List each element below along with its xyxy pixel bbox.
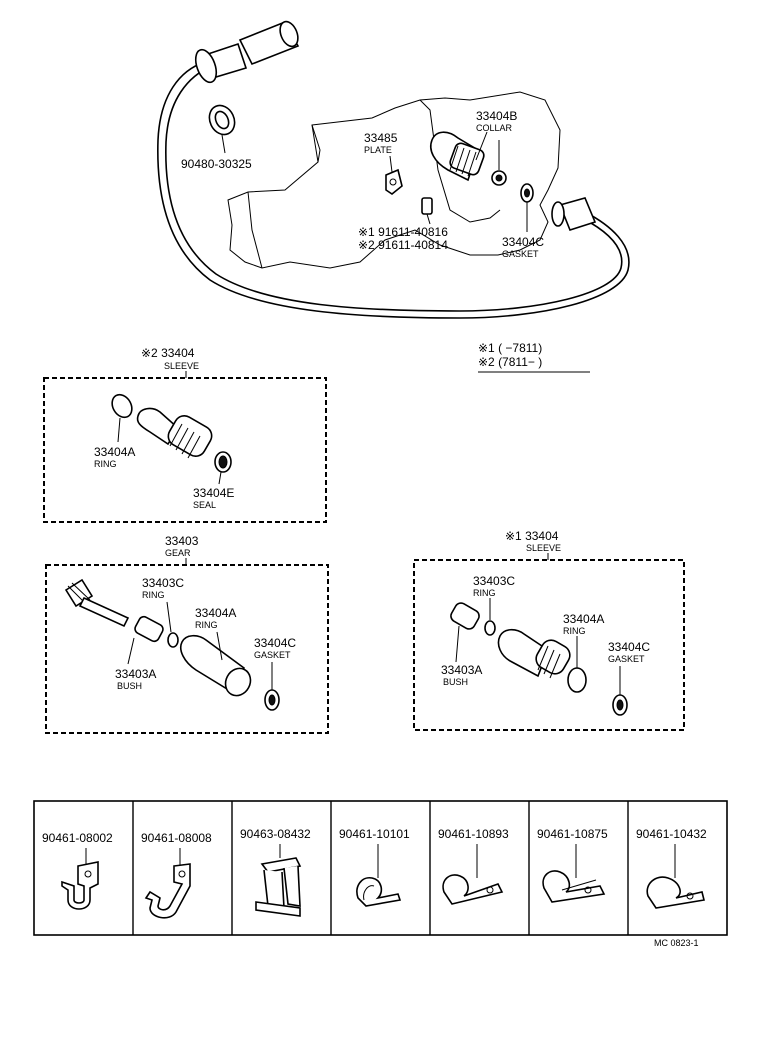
clamp-drawing-3 xyxy=(255,844,302,917)
label-grommet: 90480-30325 xyxy=(181,157,252,171)
label-bolt2: ※2 91611-40814 xyxy=(358,238,448,252)
label-plate: 33485 xyxy=(364,131,398,145)
clamp-label-7: 90461-10432 xyxy=(636,827,707,841)
gear-label-3-sub: GASKET xyxy=(254,650,291,660)
clamp-label-6: 90461-10875 xyxy=(537,827,608,841)
sleeve-top-part xyxy=(430,131,488,182)
sleeve2-label-1-sub: RING xyxy=(94,459,117,469)
legend-line-1: ※1 ( −7811) xyxy=(478,341,542,355)
gear-label-4-sub: BUSH xyxy=(117,681,142,691)
clamp-label-1: 90461-08002 xyxy=(42,831,113,845)
sleeve2-parts xyxy=(111,393,232,485)
clamp-label-3: 90463-08432 xyxy=(240,827,311,841)
transmission-housing xyxy=(227,91,561,269)
label-collar-sub: COLLAR xyxy=(476,123,513,133)
clamp-drawing-1 xyxy=(61,848,99,910)
sleeve1-label-2-sub: RING xyxy=(563,626,586,636)
gear-label-4: 33403A xyxy=(115,667,156,681)
sleeve1-parts xyxy=(450,598,628,716)
sleeve1-label-4-sub: BUSH xyxy=(443,677,468,687)
clamp-drawing-2 xyxy=(144,848,191,919)
box-sleeve1-sub: SLEEVE xyxy=(526,543,561,553)
clamp-table xyxy=(33,800,728,936)
box-gear xyxy=(45,564,329,734)
label-gasket: 33404C xyxy=(502,235,544,249)
plate-part xyxy=(385,155,403,195)
grommet-part xyxy=(208,104,236,154)
label-plate-sub: PLATE xyxy=(364,145,392,155)
legend-line-2: ※2 (7811− ) xyxy=(478,355,542,369)
label-gasket-sub: GASKET xyxy=(502,249,539,259)
bolt-part xyxy=(421,197,433,225)
cable-assembly xyxy=(157,20,630,319)
gear-label-1-sub: RING xyxy=(142,590,165,600)
sleeve1-label-3-sub: GASKET xyxy=(608,654,645,664)
footer-code: MC 0823-1 xyxy=(654,938,699,948)
gear-parts xyxy=(64,578,280,711)
sleeve1-label-1-sub: RING xyxy=(473,588,496,598)
clamp-drawing-7 xyxy=(646,844,705,909)
gasket-top-part xyxy=(520,183,534,232)
sleeve2-label-2-sub: SEAL xyxy=(193,500,216,510)
gear-label-2-sub: RING xyxy=(195,620,218,630)
sleeve1-label-1: 33403C xyxy=(473,574,515,588)
clamp-drawing-5 xyxy=(442,844,504,905)
box-sleeve1-title: ※1 33404 xyxy=(505,529,559,543)
clamp-label-2: 90461-08008 xyxy=(141,831,212,845)
sleeve2-label-1: 33404A xyxy=(94,445,135,459)
label-collar: 33404B xyxy=(476,109,517,123)
box-sleeve2-title: ※2 33404 xyxy=(141,346,195,360)
box-gear-title: 33403 xyxy=(165,534,199,548)
label-bolt1: ※1 91611-40816 xyxy=(358,225,448,239)
box-gear-sub: GEAR xyxy=(165,548,191,558)
collar-part xyxy=(491,140,507,186)
box-sleeve2-sub: SLEEVE xyxy=(164,361,199,371)
sleeve1-label-2: 33404A xyxy=(563,612,604,626)
clamp-drawing-6 xyxy=(542,844,606,903)
clamp-label-4: 90461-10101 xyxy=(339,827,410,841)
sleeve2-label-2: 33404E xyxy=(193,486,234,500)
gear-label-2: 33404A xyxy=(195,606,236,620)
box-sleeve2 xyxy=(43,377,327,523)
gear-label-3: 33404C xyxy=(254,636,296,650)
box-sleeve1 xyxy=(413,559,685,731)
sleeve1-label-4: 33403A xyxy=(441,663,482,677)
sleeve1-label-3: 33404C xyxy=(608,640,650,654)
gear-label-1: 33403C xyxy=(142,576,184,590)
clamp-drawing-4 xyxy=(356,844,402,907)
clamp-label-5: 90461-10893 xyxy=(438,827,509,841)
